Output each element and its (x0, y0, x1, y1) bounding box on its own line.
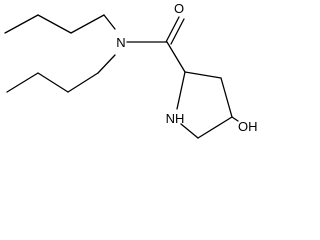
pyrrolidine-ring (176, 71, 239, 139)
bond (166, 41, 186, 73)
amide-nitrogen-label: N (116, 35, 125, 50)
bond (231, 116, 239, 122)
hydroxyl-label: OH (238, 119, 258, 134)
bond (197, 116, 233, 139)
bond (180, 123, 199, 139)
bond (97, 54, 116, 74)
amide-group (126, 16, 186, 73)
double-bond-1 (165, 16, 180, 43)
lower-butyl-chain (6, 54, 116, 93)
bond (220, 77, 233, 118)
molecule-diagram: O N NH OH (4, 1, 258, 139)
bond (184, 71, 222, 79)
bond (70, 14, 105, 34)
ring-nitrogen-label: NH (166, 111, 185, 126)
bond (176, 71, 186, 110)
carbonyl-oxygen-label: O (174, 1, 184, 16)
bond (67, 72, 99, 93)
bond (103, 14, 116, 30)
double-bond-2 (170, 18, 185, 45)
bond (37, 14, 72, 34)
upper-butyl-chain (4, 14, 116, 34)
bond (6, 72, 39, 93)
bond (4, 14, 39, 34)
bond (37, 72, 69, 93)
